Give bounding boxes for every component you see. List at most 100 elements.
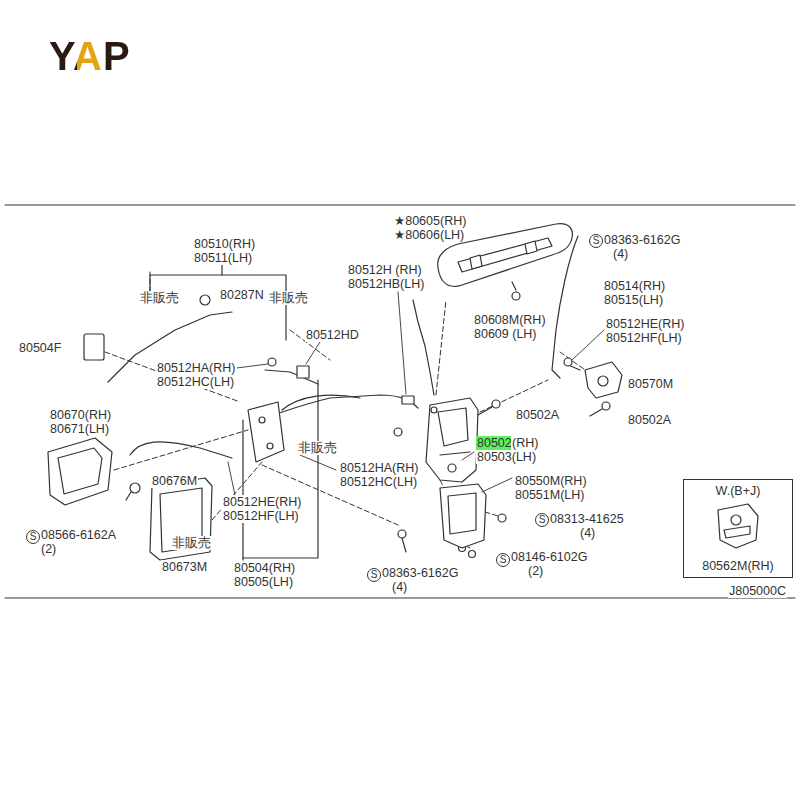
lever [585, 362, 622, 398]
lock-plate [440, 484, 486, 548]
dashed-leader [560, 352, 588, 372]
brand-logo: YAP [48, 34, 132, 78]
note-text: 非販売 [297, 441, 338, 455]
dashed-leader [436, 300, 446, 395]
outside-handle [458, 238, 552, 272]
part-number: 80287N [219, 288, 265, 302]
part-number: 80673M [161, 560, 208, 574]
leader-line [482, 478, 512, 492]
screw [492, 400, 500, 408]
inset-latch [731, 515, 741, 525]
part-number: 80512HA(RH) [156, 361, 237, 375]
part-number: 80510(RH) [193, 237, 256, 251]
inset-latch [724, 526, 750, 538]
lever [598, 376, 608, 386]
part-number: 80550M(RH) [514, 474, 588, 488]
part-number: 80502A [627, 413, 672, 427]
part-number: 08313-41625 [549, 512, 625, 526]
part-number: 80570M [627, 377, 674, 391]
bracket-line [243, 380, 318, 558]
screw [602, 402, 610, 410]
part-number: 80670(RH) [49, 408, 112, 422]
screw [394, 428, 402, 436]
part-number: 80515(LH) [603, 293, 664, 307]
rod [258, 395, 418, 420]
standard-part-mark: S [496, 553, 510, 567]
figure-code: J805000C [728, 584, 787, 598]
part-number: 80504F [18, 341, 62, 355]
part-number: 80608M(RH) [473, 313, 547, 327]
leader-line [398, 292, 406, 394]
bracket-line [242, 420, 243, 560]
outside-handle [470, 255, 482, 269]
bracket-line [150, 275, 286, 340]
screw [402, 538, 406, 552]
frame-line [5, 205, 795, 598]
note-text: 非販売 [268, 291, 309, 305]
rod [413, 300, 434, 395]
door-lock [426, 398, 478, 482]
inset-latch [718, 504, 758, 548]
bracket-line [221, 265, 222, 275]
inside-handle [58, 448, 102, 494]
frame-line [5, 204, 795, 205]
standard-part-mark: S [535, 513, 549, 527]
inset-latch [718, 504, 758, 548]
part-number: 80512HE(RH) [605, 317, 686, 331]
highlighted-part-number: 80502 [476, 436, 513, 450]
bracket [248, 402, 284, 462]
clip [564, 358, 572, 366]
dashed-leader [114, 430, 248, 470]
part-number: 80512HF(LH) [222, 509, 300, 523]
quantity: (4) [579, 526, 596, 540]
dashed-leader [105, 352, 240, 402]
leader-line [306, 342, 320, 364]
part-number: ★80606(LH) [393, 228, 465, 242]
screw [398, 530, 406, 538]
screw [469, 551, 476, 558]
inside-handle [48, 438, 112, 505]
escutcheon [150, 478, 212, 560]
part-number: 80512HA(RH) [339, 461, 420, 475]
screw [478, 407, 492, 415]
clip [402, 396, 414, 404]
inset-box: W.(B+J)80562M(RH) [683, 479, 793, 578]
inside-handle [48, 438, 112, 505]
part-number: 80512HF(LH) [605, 331, 683, 345]
escutcheon [150, 478, 212, 560]
screw [126, 492, 131, 500]
leader-line [462, 452, 474, 460]
standard-part-mark: S [367, 568, 381, 582]
rod [282, 395, 360, 410]
parts-illustration [5, 205, 795, 598]
bracket [248, 402, 284, 462]
part-number: (RH) [511, 436, 539, 450]
rod [265, 370, 318, 384]
part-number: 80504(RH) [233, 561, 296, 575]
quantity: (4) [612, 247, 629, 261]
part-number: 80512HD [305, 328, 360, 342]
bracket-line [150, 265, 318, 560]
door-lock [448, 464, 456, 472]
part-number: 80512H (RH) [347, 263, 423, 277]
note-text: 非販売 [139, 291, 180, 305]
part-number: 08146-6102G [510, 550, 588, 564]
screw [498, 514, 506, 522]
rod [130, 442, 232, 458]
clip [200, 295, 210, 305]
part-number: 80512HE(RH) [222, 495, 303, 509]
leader-line [205, 292, 604, 500]
part-number: 08363-6162G [381, 566, 459, 580]
outside-handle [525, 241, 537, 254]
clip [297, 366, 309, 378]
clip [84, 334, 104, 360]
bracket [259, 417, 265, 423]
screw [590, 409, 602, 416]
door-lock [431, 407, 437, 413]
leader-line [572, 330, 604, 360]
bracket [267, 443, 273, 449]
part-number: 80503(LH) [476, 450, 537, 464]
door-lock [426, 398, 478, 482]
